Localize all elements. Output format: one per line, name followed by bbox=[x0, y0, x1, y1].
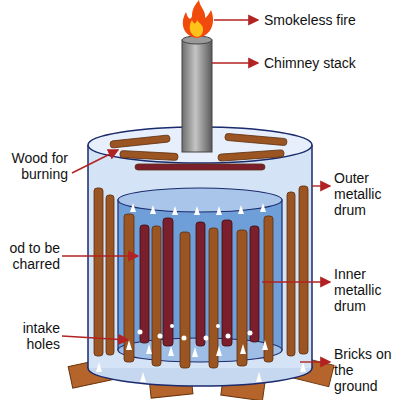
part-label: Inner metallic drum bbox=[334, 266, 400, 314]
flame bbox=[183, 0, 213, 38]
part-label: Smokeless fire bbox=[264, 12, 398, 28]
air-holes bbox=[96, 203, 306, 382]
part-label: od to be charred bbox=[0, 240, 60, 272]
leader-lines bbox=[62, 20, 330, 362]
part-label: Chimney stack bbox=[264, 55, 398, 71]
part-label: Wood for burning bbox=[0, 150, 68, 182]
part-label: intake holes bbox=[0, 320, 60, 352]
inner-drum bbox=[118, 188, 282, 362]
part-label: Outer metallic drum bbox=[334, 170, 400, 218]
part-label: Bricks on the ground bbox=[334, 346, 400, 394]
front-wood bbox=[124, 214, 273, 368]
chimney bbox=[182, 36, 212, 152]
